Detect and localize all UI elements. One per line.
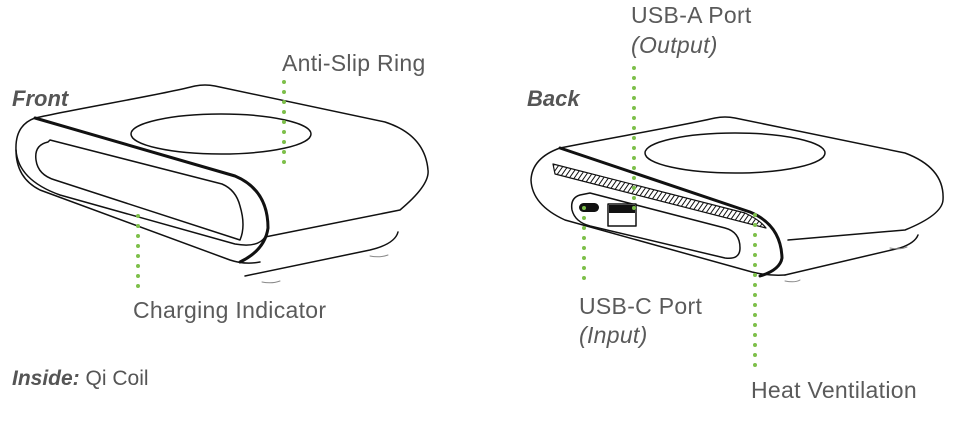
- back-view-title: Back: [527, 86, 580, 111]
- label-usb-a-port: USB-A Port: [631, 2, 752, 28]
- label-usb-c-port: USB-C Port: [579, 293, 703, 319]
- inside-label: Inside:: [12, 367, 80, 390]
- inside-value: Qi Coil: [85, 367, 149, 390]
- inside-note: Inside: Qi Coil: [12, 367, 149, 391]
- front-view-title: Front: [12, 86, 69, 111]
- front-device-drawing: [15, 84, 429, 284]
- label-heat-ventilation: Heat Ventilation: [751, 377, 917, 403]
- label-anti-slip-ring: Anti-Slip Ring: [282, 50, 426, 76]
- label-charging-indicator: Charging Indicator: [133, 297, 327, 323]
- label-usb-a-note: (Output): [631, 32, 718, 58]
- back-device-drawing: [530, 116, 944, 283]
- callout-leaders: [136, 66, 757, 370]
- label-usb-c-note: (Input): [579, 322, 648, 348]
